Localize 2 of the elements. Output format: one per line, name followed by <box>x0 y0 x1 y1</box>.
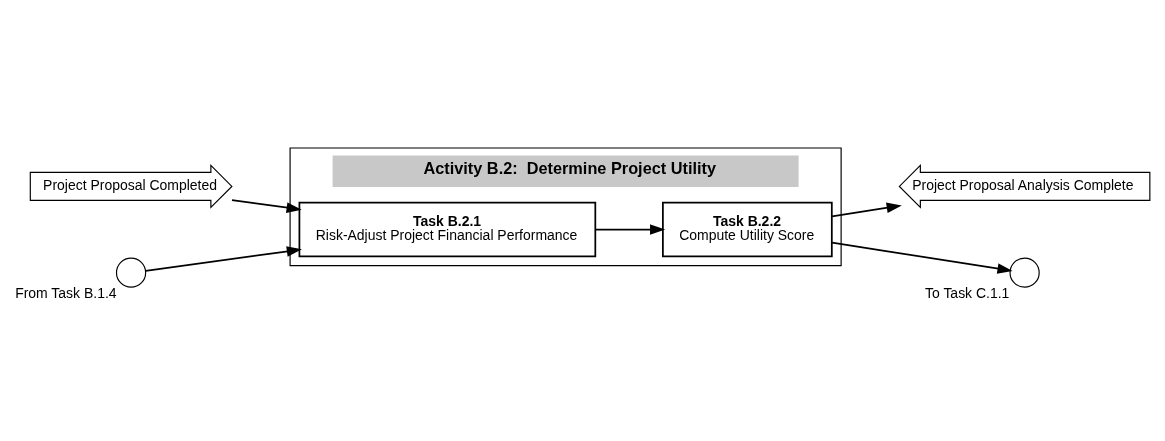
node-label: From Task B.1.4 <box>15 285 117 302</box>
node-label: To Task C.1.1 <box>925 285 1010 302</box>
